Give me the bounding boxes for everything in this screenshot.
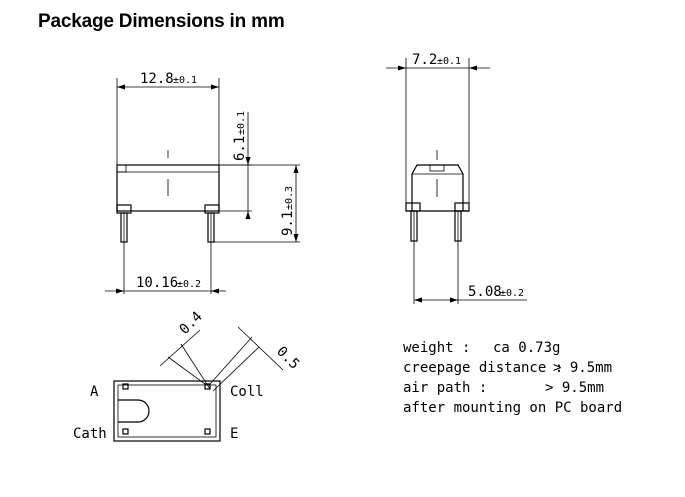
- bottom-led-marker: [118, 399, 150, 423]
- pitch-arrow-right: [211, 288, 219, 294]
- dim04-value: 0.4: [177, 309, 206, 338]
- pin-label-coll: Coll: [230, 384, 264, 400]
- front-foot-right: [204, 204, 220, 214]
- side-body-notch: [429, 164, 445, 172]
- dim05-ext-1: [209, 336, 253, 385]
- dim05-label: 0.5: [273, 344, 302, 373]
- pin-label-cath: Cath: [73, 426, 107, 442]
- side-pitch-arrow-left: [414, 297, 422, 303]
- total-value: 9.1: [280, 211, 296, 236]
- note-mounting: after mounting on PC board: [403, 400, 622, 416]
- dim05-dim-line: [237, 326, 284, 371]
- side-width-arrow-left: [398, 65, 406, 71]
- height-label: 6.1 ±0.1: [232, 111, 248, 161]
- pin-a-mark: [122, 383, 129, 390]
- bottom-body-outline: [113, 380, 221, 442]
- note-airpath-value: > 9.5mm: [545, 380, 604, 396]
- pin-label-e: E: [230, 426, 238, 442]
- total-arrow-top: [293, 165, 299, 173]
- total-arrow-bottom: [293, 234, 299, 242]
- bottom-body-inner: [117, 384, 217, 438]
- pitch-arrow-left: [116, 288, 124, 294]
- note-airpath-label: air path :: [403, 380, 487, 396]
- side-view: 7.2 ±0.1 5.08 ±0.2: [386, 52, 527, 304]
- spec-notes: weight : ca 0.73g creepage distance : > …: [403, 340, 622, 416]
- height-arrow-bottom: [245, 211, 251, 219]
- height-tolerance: ±0.1: [236, 111, 247, 135]
- side-pitch-tolerance: ±0.2: [500, 288, 524, 299]
- front-body-outline: [116, 164, 220, 212]
- width-arrow-right: [211, 84, 219, 90]
- note-weight-label: weight :: [403, 340, 470, 356]
- front-foot-left: [116, 204, 132, 214]
- pin-cath-mark: [122, 428, 129, 435]
- side-foot-left: [405, 202, 421, 212]
- pitch-value: 10.16: [136, 275, 178, 291]
- side-pitch-arrow-right: [450, 297, 458, 303]
- pin-coll-mark: [204, 383, 211, 390]
- total-tolerance: ±0.3: [284, 186, 295, 210]
- side-foot-right: [454, 202, 470, 212]
- dim05-value: 0.5: [273, 344, 302, 373]
- page-title: Package Dimensions in mm: [38, 11, 285, 32]
- note-weight-value: ca 0.73g: [493, 340, 560, 356]
- side-width-arrow-right: [469, 65, 477, 71]
- pin-e-mark: [204, 428, 211, 435]
- side-width-value: 7.2: [412, 52, 437, 68]
- note-creepage-value: > 9.5mm: [553, 360, 612, 376]
- front-view: 12.8 ±0.1 10.16 ±0.2 6.1 ±0.1 9.1 ±0.3: [105, 71, 300, 294]
- width-arrow-left: [117, 84, 125, 90]
- front-body-notch: [116, 164, 127, 173]
- width-tolerance: ±0.1: [173, 75, 197, 86]
- width-value: 12.8: [140, 71, 174, 87]
- dim05-ext-2: [212, 346, 260, 392]
- bottom-view: 0.4 0.5 A Coll Cath E: [73, 309, 302, 442]
- pin-label-a: A: [90, 384, 99, 400]
- dim04-dim-line: [159, 329, 201, 367]
- dim04-ext-2: [180, 343, 211, 390]
- height-value: 6.1: [232, 136, 248, 161]
- height-arrow-top: [245, 157, 251, 165]
- note-creepage-label: creepage distance :: [403, 360, 563, 376]
- dim04-label: 0.4: [177, 309, 206, 338]
- dim04-ext-1: [167, 356, 206, 385]
- side-pitch-value: 5.08: [468, 284, 502, 300]
- total-label: 9.1 ±0.3: [280, 186, 296, 236]
- pitch-tolerance: ±0.2: [177, 279, 201, 290]
- side-width-tolerance: ±0.1: [437, 56, 461, 67]
